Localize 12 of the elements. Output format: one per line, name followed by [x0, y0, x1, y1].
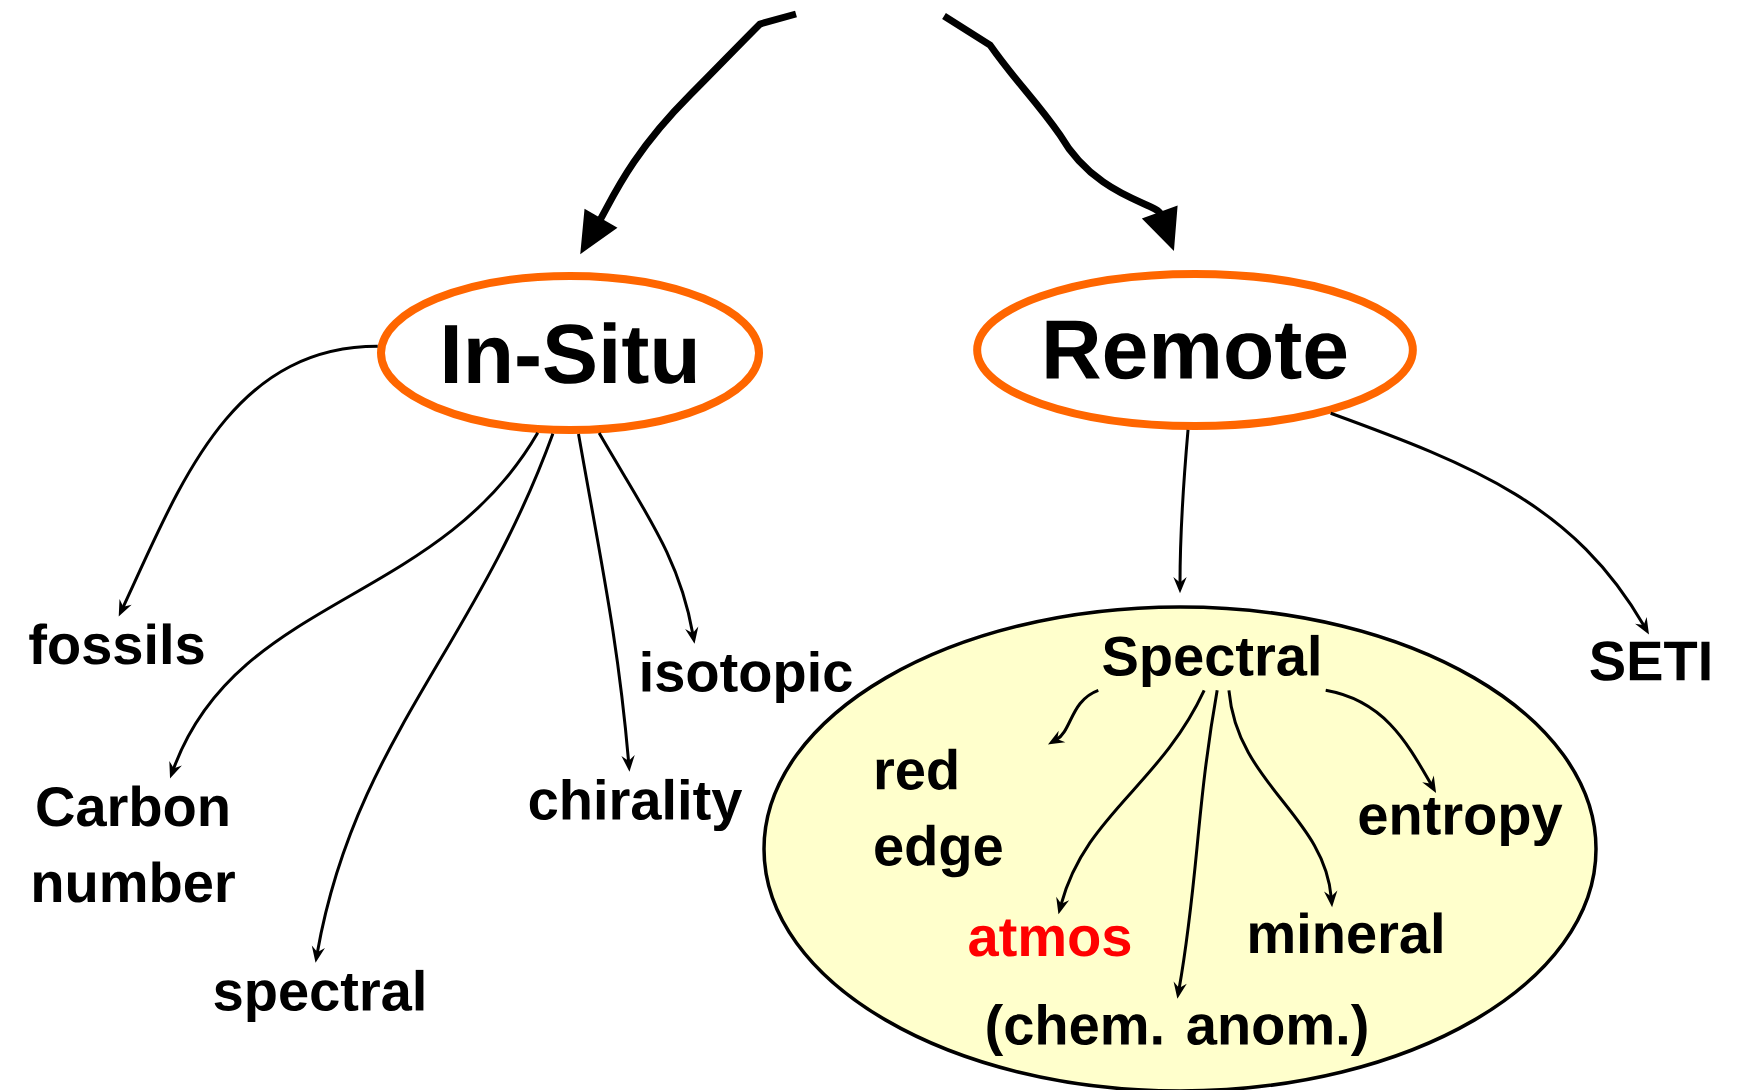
- label-text: Carbon number: [34, 785, 235, 903]
- label-text: SETI: [1590, 641, 1710, 681]
- label-text: fossils: [29, 623, 204, 665]
- label-text: (chem. anom.): [987, 1003, 1367, 1057]
- label-text: mineral: [1250, 912, 1442, 954]
- label-text: atmos: [969, 919, 1131, 957]
- label-text: red edge: [875, 748, 1002, 878]
- label-text: spectral: [214, 969, 424, 1023]
- heading-text: Spectral: [1103, 634, 1319, 688]
- label-text: entropy: [1359, 797, 1563, 847]
- label-text: chirality: [529, 778, 743, 832]
- label-text: isotopic: [642, 650, 852, 704]
